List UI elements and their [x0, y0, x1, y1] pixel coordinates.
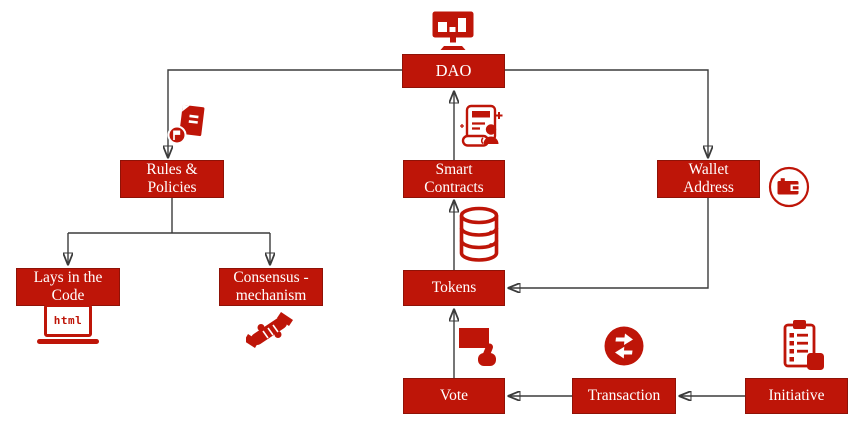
laptop-screen: html — [44, 304, 92, 337]
node-transaction: Transaction — [572, 378, 676, 414]
monitor-bar-chart-icon — [432, 11, 474, 50]
laptop-base — [37, 339, 99, 344]
node-wallet-address: Wallet Address — [657, 160, 760, 198]
handshake-icon — [246, 312, 293, 348]
hand-vote-icon — [459, 328, 496, 366]
node-initiative: Initiative — [745, 378, 848, 414]
wallet-circle-icon — [768, 166, 810, 208]
clipboard-checklist-icon — [783, 320, 824, 370]
policy-book-flag-icon — [167, 104, 205, 145]
node-dao: DAO — [402, 54, 505, 88]
edge-wallet-to-tokens — [509, 197, 709, 288]
node-consensus-mechanism: Consensus - mechanism — [219, 268, 323, 306]
edge-dao-to-rules — [168, 69, 402, 157]
node-tokens: Tokens — [403, 270, 505, 306]
edge-dao-to-wallet — [505, 69, 708, 157]
database-icon — [459, 206, 499, 262]
laptop-html-icon: html — [37, 304, 99, 344]
exchange-arrows-icon — [604, 326, 644, 366]
contract-scroll-icon — [460, 104, 503, 147]
laptop-screen-text: html — [53, 314, 83, 327]
node-lays-in-the-code: Lays in the Code — [16, 268, 120, 306]
node-rules-policies: Rules & Policies — [120, 160, 224, 198]
node-vote: Vote — [403, 378, 505, 414]
node-smart-contracts: Smart Contracts — [403, 160, 505, 198]
